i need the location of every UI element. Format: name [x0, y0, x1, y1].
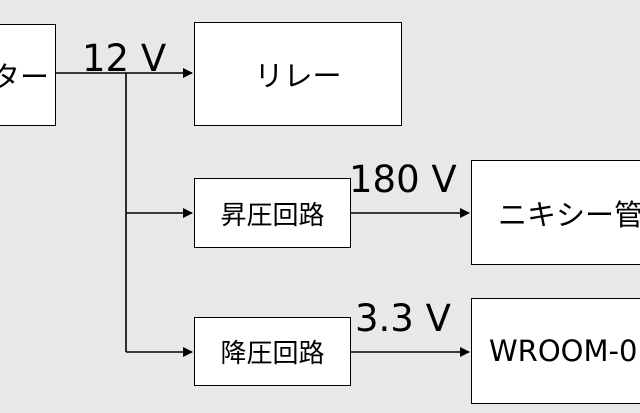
nixie-tube-block: ニキシー管: [471, 160, 640, 265]
voltage-label-12v: 12 V: [82, 37, 167, 80]
wroom-module-block: WROOM-0: [471, 298, 640, 404]
source-block: ター: [0, 24, 56, 126]
voltage-label-3-3v: 3.3 V: [355, 297, 451, 340]
source-block-label: ター: [0, 60, 49, 94]
buck-converter-block: 降圧回路: [194, 317, 351, 386]
wroom-module-label: WROOM-0: [489, 334, 638, 368]
buck-converter-label: 降圧回路: [220, 339, 325, 369]
nixie-tube-label: ニキシー管: [498, 197, 640, 232]
boost-converter-block: 昇圧回路: [194, 178, 351, 248]
relay-block: リレー: [194, 22, 402, 126]
voltage-label-180v: 180 V: [349, 158, 457, 201]
boost-converter-label: 昇圧回路: [220, 200, 325, 231]
relay-block-label: リレー: [254, 59, 342, 93]
